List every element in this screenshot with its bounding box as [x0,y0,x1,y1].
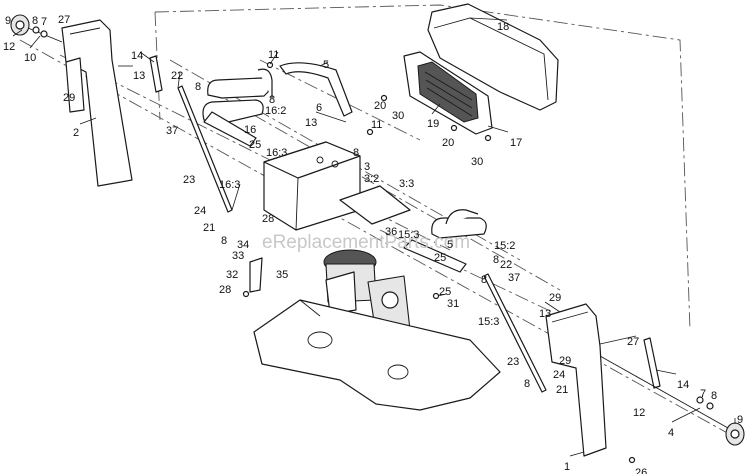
part-callout-c29a: 29 [63,92,75,104]
part-callout-c37b: 37 [508,272,520,284]
part-callout-c12b: 12 [633,407,645,419]
part-callout-c21b: 21 [556,384,568,396]
part-callout-c13b: 13 [305,117,317,129]
part-callout-c33: 33 [232,250,244,262]
seat-cushion [427,3,559,111]
part-callout-c25c: 25 [439,286,451,298]
part-callout-c1: 1 [564,461,570,473]
part-callout-c11b: 11 [371,119,382,131]
part-callout-c31: 31 [447,298,459,310]
grille-panel [403,51,493,135]
part-callout-c28a: 28 [262,213,274,225]
part-callout-c14b: 14 [677,379,689,391]
part-callout-c2: 2 [73,127,79,139]
part-callout-c6: 6 [316,102,322,114]
part-callout-c25a: 25 [249,139,261,151]
part-callout-c7b: 7 [700,388,706,400]
part-callout-c12a: 12 [3,41,15,53]
part-callout-c15_3a: 15:3 [398,229,419,241]
part-callout-c23b: 23 [507,356,519,368]
part-callout-c8b: 8 [195,81,201,93]
part-callout-c8c: 8 [269,94,275,106]
part-callout-c25b: 25 [434,252,446,264]
part-callout-c8g: 8 [481,274,487,286]
part-callout-c5a: 5 [323,59,329,71]
part-callout-c8e: 8 [221,235,227,247]
part-callout-c8f: 8 [493,254,499,266]
part-callout-c8i: 8 [711,390,717,402]
part-callout-c28b: 28 [219,284,231,296]
right-steering-handle [403,209,487,273]
part-callout-c17: 17 [510,137,522,149]
part-callout-c26: 26 [635,467,647,474]
part-callout-c23a: 23 [183,174,195,186]
part-callout-c8a: 8 [32,15,38,27]
part-callout-c8d: 8 [353,147,359,159]
left-shaft-assembly [10,14,163,93]
part-callout-c32: 32 [226,269,238,281]
part-callout-c30a: 30 [392,110,404,122]
right-shaft-assembly [599,355,745,446]
part-callout-c9b: 9 [737,414,743,426]
part-callout-c18: 18 [497,21,509,33]
part-callout-c34: 34 [237,239,249,251]
part-callout-c16_3a: 16:3 [266,147,287,159]
part-callout-c3_3: 3:3 [399,178,414,190]
part-callout-c20b: 20 [442,137,454,149]
part-callout-c22b: 22 [500,259,512,271]
left-tower-panel [61,19,133,187]
part-callout-c24a: 24 [194,205,206,217]
part-callout-c10a: 10 [24,52,36,64]
right-tower-panel [545,303,661,457]
part-callout-c20a: 20 [374,100,386,112]
part-callout-c16a: 16 [244,124,256,136]
part-callout-c14a: 14 [131,50,143,62]
part-callout-c4: 4 [668,427,674,439]
part-callout-c35: 35 [276,269,288,281]
watermark-text: eReplacementParts.com [262,232,470,253]
part-callout-c13a: 13 [133,70,145,82]
callout-leaders [12,17,736,457]
part-callout-c29b: 29 [549,292,561,304]
part-callout-c16_3b: 16:3 [219,179,240,191]
part-callout-c27a: 27 [58,14,70,26]
part-callout-c13c: 13 [539,308,551,320]
part-callout-c16_2: 16:2 [265,105,286,117]
part-callout-c8h: 8 [524,378,530,390]
part-callout-c7a: 7 [41,16,47,28]
part-callout-c3: 3 [364,161,370,173]
part-callout-c21a: 21 [203,222,215,234]
part-callout-c37a: 37 [166,125,178,137]
part-callout-c36: 36 [385,226,397,238]
part-callout-c27b: 27 [627,336,639,348]
control-tower-housing [263,141,411,231]
part-callout-c22a: 22 [171,70,183,82]
left-steering-handle [202,62,353,147]
part-callout-c11a: 11 [268,49,279,61]
part-callout-c3_2: 3:2 [364,173,379,185]
part-callout-c30b: 30 [471,156,483,168]
linkage-rods [177,85,547,393]
part-callout-c24b: 24 [553,369,565,381]
part-callout-c15_3b: 15:3 [478,316,499,328]
part-callout-c9a: 9 [5,15,11,27]
part-callout-c29c: 29 [559,355,571,367]
part-callout-c19: 19 [427,118,439,130]
part-callout-c15_2: 15:2 [494,240,515,252]
part-callout-c5b: 5 [447,239,453,251]
chassis-plate [253,299,501,411]
